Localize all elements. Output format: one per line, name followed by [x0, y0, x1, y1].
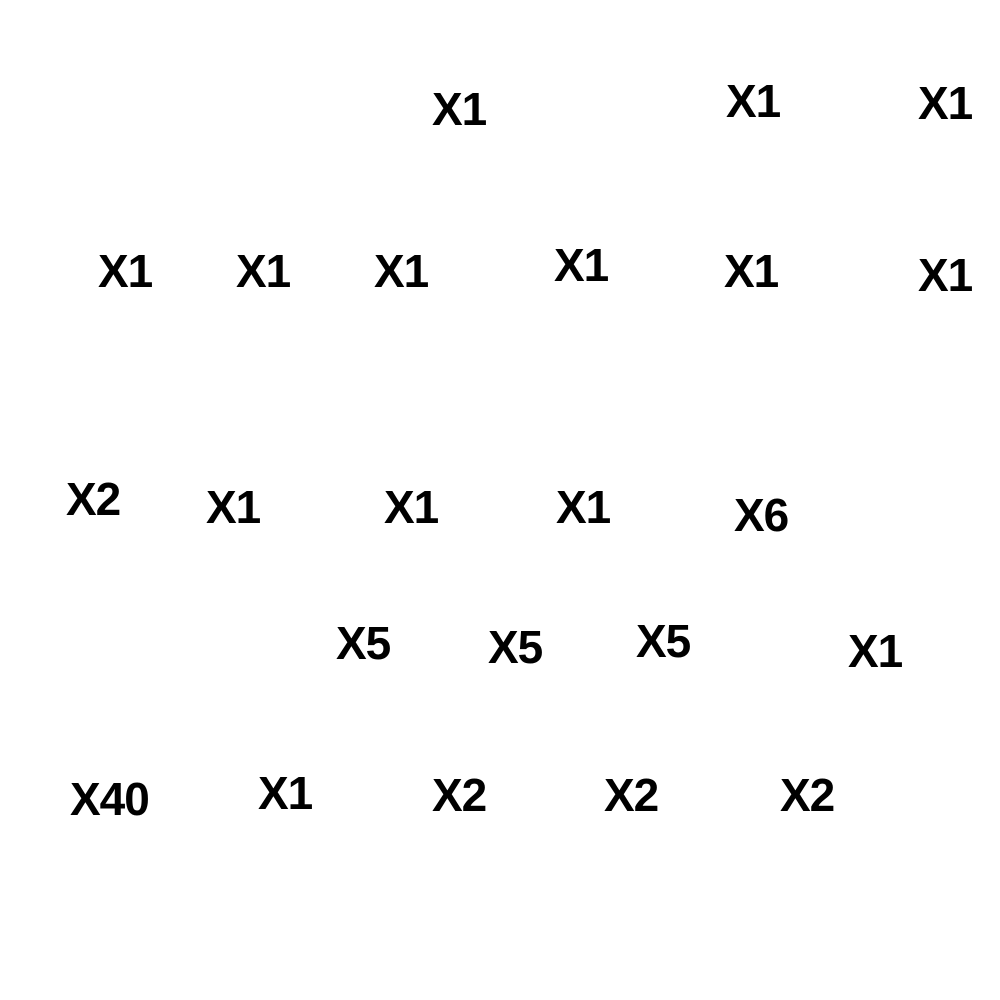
qty-label: X1: [554, 239, 609, 291]
ir-sensor-pin-label: OUT GND VCC: [480, 357, 536, 366]
qty-label: X1: [236, 245, 291, 297]
water-sensor-label: Water Sensor: [0, 328, 50, 338]
qty-label: X5: [336, 617, 391, 669]
qty-label: X1: [374, 245, 429, 297]
qty-label: X1: [432, 83, 487, 135]
qty-label: X2: [780, 769, 835, 821]
qty-label: X2: [604, 769, 659, 821]
qty-label: X1: [258, 767, 313, 819]
qty-label: X2: [66, 473, 121, 525]
qty-label: X1: [918, 249, 973, 301]
qty-label: X1: [206, 481, 261, 533]
qty-label: X1: [848, 625, 903, 677]
qty-label: X1: [384, 481, 439, 533]
qty-label: X1: [556, 481, 611, 533]
qty-label: X1: [918, 77, 973, 129]
qty-label: X1: [724, 245, 779, 297]
qty-label: X1: [98, 245, 153, 297]
qty-label: X40: [70, 773, 150, 825]
qty-label: X6: [734, 489, 789, 541]
qty-label: X5: [636, 615, 691, 667]
qty-label: X5: [488, 621, 543, 673]
qty-label: X2: [432, 769, 487, 821]
qty-label: X1: [726, 75, 781, 127]
